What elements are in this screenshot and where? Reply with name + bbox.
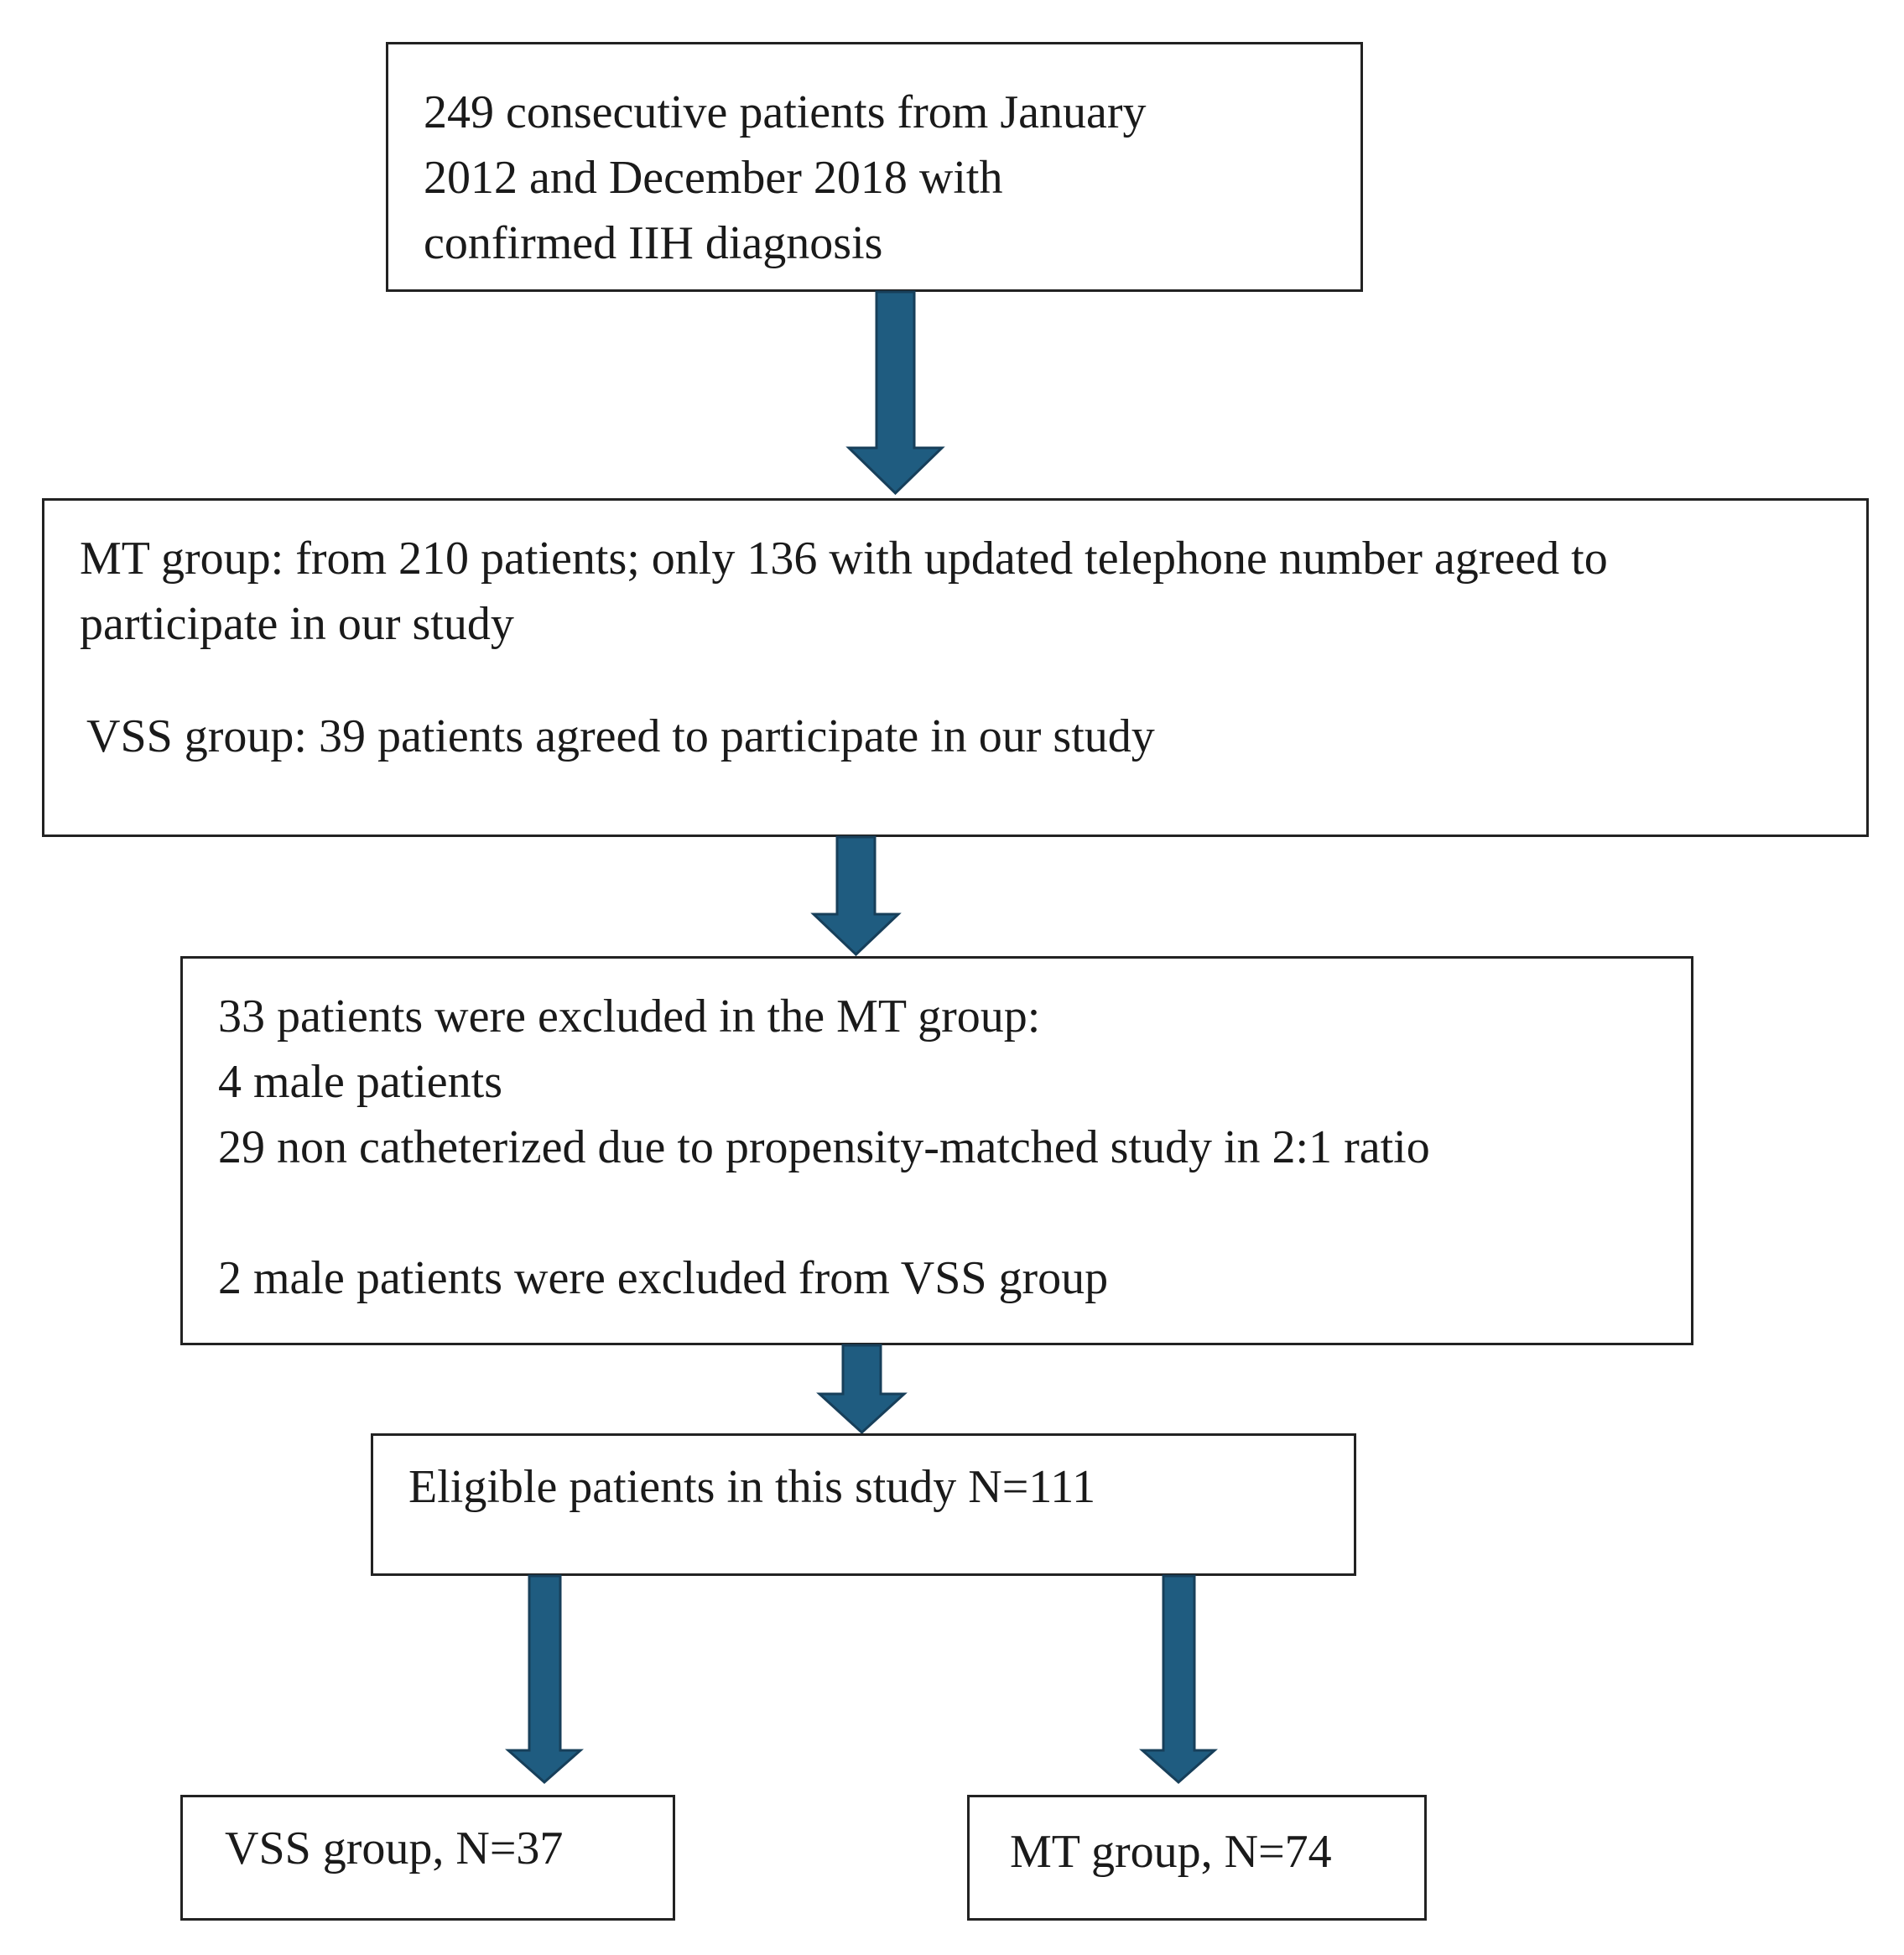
down-arrow-icon bbox=[845, 290, 945, 496]
down-arrow-icon bbox=[1139, 1574, 1218, 1785]
box3-line-3: 29 non catheterized due to propensity-ma… bbox=[218, 1121, 1430, 1173]
box5-text: VSS group, N=37 bbox=[225, 1822, 564, 1874]
box-eligible: Eligible patients in this study N=111 bbox=[371, 1433, 1356, 1576]
box1-line-3: confirmed IIH diagnosis bbox=[424, 217, 883, 269]
box3-line-1: 33 patients were excluded in the MT grou… bbox=[218, 990, 1041, 1042]
box-vss-group: VSS group, N=37 bbox=[180, 1795, 675, 1921]
box2-mt-line-1: MT group: from 210 patients; only 136 wi… bbox=[80, 533, 1608, 585]
down-arrow-icon bbox=[816, 1344, 908, 1435]
box2-vss-line: VSS group: 39 patients agreed to partici… bbox=[86, 710, 1155, 762]
box-exclusions: 33 patients were excluded in the MT grou… bbox=[180, 956, 1693, 1345]
box-mt-group: MT group, N=74 bbox=[967, 1795, 1427, 1921]
box-participation: MT group: from 210 patients; only 136 wi… bbox=[42, 498, 1869, 837]
box3-vss-line: 2 male patients were excluded from VSS g… bbox=[218, 1252, 1109, 1304]
box6-text: MT group, N=74 bbox=[1010, 1826, 1332, 1878]
box2-mt-line-2: participate in our study bbox=[80, 598, 514, 650]
down-arrow-icon bbox=[810, 835, 902, 957]
box-initial-cohort: 249 consecutive patients from January 20… bbox=[386, 42, 1363, 292]
box3-line-2: 4 male patients bbox=[218, 1056, 503, 1108]
down-arrow-icon bbox=[505, 1574, 584, 1785]
box1-line-2: 2012 and December 2018 with bbox=[424, 152, 1003, 204]
box4-text: Eligible patients in this study N=111 bbox=[408, 1461, 1096, 1513]
box1-line-1: 249 consecutive patients from January bbox=[424, 86, 1147, 138]
